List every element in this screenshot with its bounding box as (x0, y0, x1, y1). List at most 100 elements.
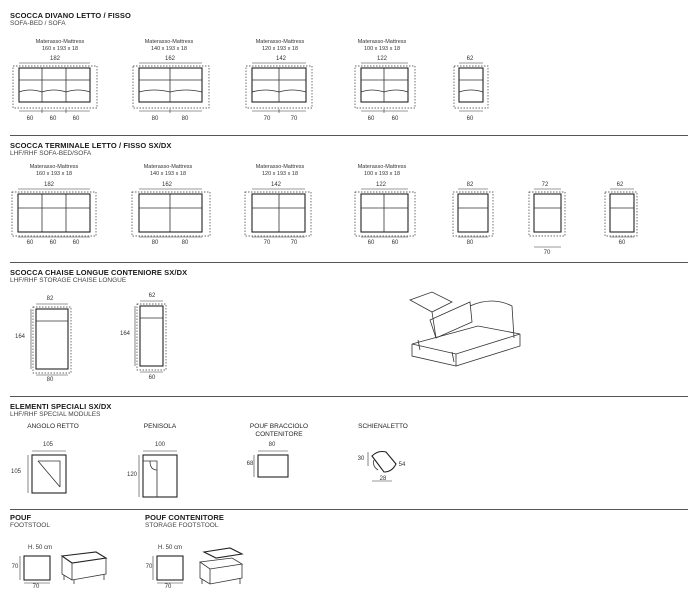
depth-dimension: 164 (14, 334, 25, 340)
width-dimension: 182 (49, 56, 60, 62)
seat-dimension: 70 (263, 240, 271, 246)
seat-dimension: 60 (49, 116, 57, 122)
sofa-182-drawing (12, 62, 98, 113)
depth-dimension: 70 (145, 564, 153, 570)
width-dimension: 162 (161, 182, 172, 188)
terminal-72-drawing (528, 188, 566, 248)
seat-dimension: 60 (618, 240, 626, 246)
armchair-62-drawing (453, 62, 489, 112)
seat-dimension: 60 (466, 116, 474, 122)
depth-dimension: 70 (11, 564, 19, 570)
chaise-62-drawing (134, 300, 167, 373)
width-dimension: 70 (32, 584, 40, 590)
mattress-size: 160 x 193 x 18 (35, 171, 73, 177)
depth-dimension: 164 (119, 331, 130, 337)
section-divider (10, 396, 688, 397)
terminal-142-drawing (244, 188, 312, 238)
width-dimension: 162 (164, 56, 175, 62)
width-dimension: 122 (376, 56, 387, 62)
width-dimension: 122 (375, 182, 386, 188)
pouf-bracciolo-drawing (253, 450, 289, 478)
module-name-pouf-bracciolo: POUF BRACCIOLO CONTENITORE (249, 423, 309, 438)
chaise-82-drawing (30, 303, 72, 376)
terminal-62-drawing (604, 188, 638, 238)
seat-dimension: 60 (391, 116, 399, 122)
mattress-label: Materasso-Mattress (357, 39, 407, 45)
section-subtitle-sofa: SOFA-BED / SOFA (10, 20, 66, 27)
seat-dimension: 70 (263, 116, 271, 122)
depth-dimension: 105 (10, 469, 21, 475)
depth-dimension: 68 (246, 461, 254, 467)
mattress-label: Materasso-Mattress (143, 164, 193, 170)
seat-dimension: 60 (367, 240, 375, 246)
section-divider (10, 262, 688, 263)
pouf-storage-perspective-drawing (198, 547, 244, 585)
height-label: H. 50 cm (27, 545, 52, 551)
seat-dimension: 60 (367, 116, 375, 122)
width-dimension: 82 (466, 182, 474, 188)
seat-dimension: 60 (72, 116, 80, 122)
seat-dimension: 80 (151, 240, 159, 246)
width-dimension: 70 (164, 584, 172, 590)
sofa-142-drawing (245, 62, 313, 113)
terminal-162-drawing (131, 188, 211, 238)
seat-dimension: 80 (466, 240, 474, 246)
mattress-size: 160 x 193 x 18 (41, 46, 79, 52)
storage-chaise-illustration (409, 291, 521, 367)
section-divider (10, 135, 688, 136)
mattress-size: 100 x 193 x 18 (363, 46, 401, 52)
schienaletto-drawing (367, 450, 397, 482)
terminal-182-drawing (11, 188, 97, 238)
mattress-label: Materasso-Mattress (144, 39, 194, 45)
mattress-label: Materasso-Mattress (255, 39, 305, 45)
section-title-sofa: SCOCCA DIVANO LETTO / FISSO (10, 11, 131, 20)
width-dimension: 142 (275, 56, 286, 62)
mattress-size: 120 x 193 x 18 (261, 171, 299, 177)
seat-dimension: 60 (49, 240, 57, 246)
width-dimension: 28 (379, 476, 387, 482)
mattress-size: 100 x 193 x 18 (363, 171, 401, 177)
width-dimension: 142 (270, 182, 281, 188)
seat-dimension: 80 (46, 377, 54, 383)
section-subtitle-special: LHF/RHF SPECIAL MODULES (10, 411, 101, 418)
mattress-label: Materasso-Mattress (29, 164, 79, 170)
section-title-terminal: SCOCCA TERMINALE LETTO / FISSO SX/DX (10, 141, 172, 150)
width-dimension: 100 (154, 442, 165, 448)
width-dimension: 82 (46, 296, 54, 302)
seat-dimension: 70 (290, 240, 298, 246)
section-divider (10, 509, 688, 510)
sofa-122-drawing (354, 62, 416, 113)
section-subtitle-pouf: FOOTSTOOL (10, 522, 50, 529)
terminal-122-drawing (354, 188, 416, 238)
seat-dimension: 60 (148, 375, 156, 381)
width-dimension: 62 (616, 182, 624, 188)
mattress-size: 120 x 193 x 18 (261, 46, 299, 52)
width-dimension: 72 (541, 182, 549, 188)
seat-dimension: 60 (72, 240, 80, 246)
mattress-label: Materasso-Mattress (35, 39, 85, 45)
width-dimension: 62 (148, 293, 156, 299)
module-name-angolo-retto: ANGOLO RETTO (27, 423, 79, 430)
sofa-162-drawing (132, 62, 210, 113)
pouf-perspective-drawing (60, 551, 108, 584)
seat-dimension: 60 (391, 240, 399, 246)
module-name-penisola: PENISOLA (143, 423, 177, 430)
height-label: H. 50 cm (157, 545, 182, 551)
width-dimension: 62 (466, 56, 474, 62)
section-subtitle-terminal: LHF/RHF SOFA-BED/SOFA (10, 150, 92, 157)
seat-dimension: 70 (290, 116, 298, 122)
section-subtitle-chaise: LHF/RHF STORAGE CHAISE LONGUE (10, 277, 127, 284)
section-title-special: ELEMENTI SPECIALI SX/DX (10, 402, 112, 411)
mattress-size: 140 x 193 x 18 (149, 171, 187, 177)
section-title-chaise: SCOCCA CHAISE LONGUE CONTENIORE SX/DX (10, 268, 188, 277)
mattress-label: Materasso-Mattress (357, 164, 407, 170)
seat-dimension: 80 (181, 240, 189, 246)
mattress-size: 140 x 193 x 18 (150, 46, 188, 52)
width-dimension: 80 (268, 442, 276, 448)
pouf-storage-plan-drawing (152, 555, 184, 584)
mattress-label: Materasso-Mattress (255, 164, 305, 170)
height-dimension: 30 (357, 456, 365, 462)
seat-dimension: 70 (543, 250, 551, 256)
angolo-retto-drawing (27, 450, 67, 494)
